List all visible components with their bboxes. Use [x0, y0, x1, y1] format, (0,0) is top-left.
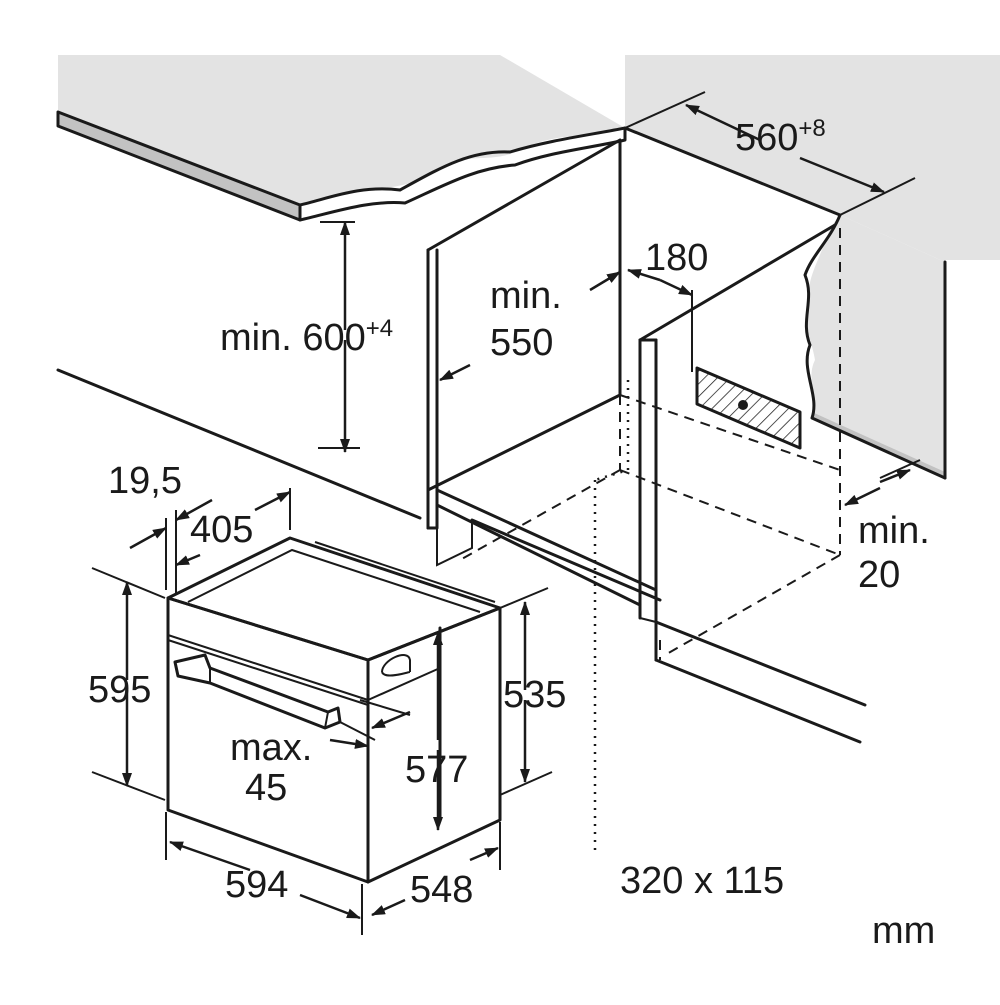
- label-unit: mm: [872, 910, 935, 952]
- label-depth-top: 405: [190, 509, 253, 551]
- label-rear-gap-1: min.: [858, 510, 930, 552]
- label-inner-height: 577: [405, 749, 468, 791]
- label-body-height: 535: [503, 674, 566, 716]
- dimension-lines: [91, 91, 921, 935]
- worktop-left: [56, 55, 627, 222]
- label-niche-width: 560+8: [735, 115, 826, 159]
- label-handle-gap-2: 45: [245, 767, 287, 809]
- label-niche-depth-1: min.: [490, 275, 562, 317]
- built-in-oven-icon: [166, 536, 502, 884]
- label-front-offset: 19,5: [108, 460, 182, 502]
- label-oven-height: 595: [88, 669, 151, 711]
- dimension-labels: 560+8 180 min. 600+4 min. 550 19,5 405 m…: [88, 115, 935, 952]
- label-niche-depth-2: 550: [490, 322, 553, 364]
- label-handle-gap-1: max.: [230, 727, 312, 769]
- label-vent-offset: 180: [645, 237, 708, 279]
- label-vent-size: 320 x 115: [620, 860, 784, 902]
- label-oven-width: 594: [225, 864, 288, 906]
- ventilation-cutout-icon: [695, 366, 802, 450]
- label-rear-gap-2: 20: [858, 554, 900, 596]
- label-niche-height: min. 600+4: [220, 315, 393, 359]
- cabinet-niche: [56, 138, 867, 850]
- label-oven-depth: 548: [410, 869, 473, 911]
